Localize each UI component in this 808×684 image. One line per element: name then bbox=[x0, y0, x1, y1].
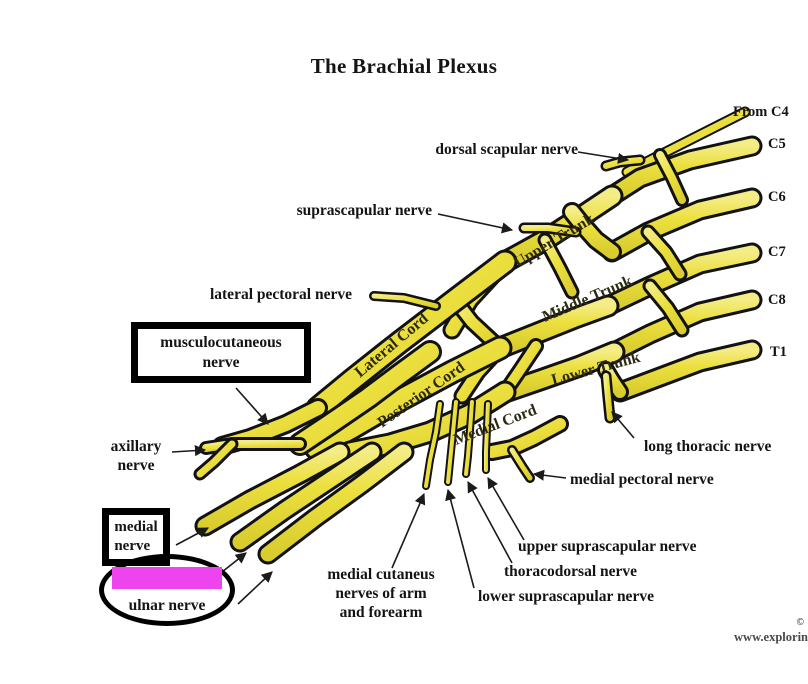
leader-ulnar-upper bbox=[221, 552, 247, 573]
watermark-url: www.explorin bbox=[734, 630, 808, 644]
root-label-from-c4: From C4 bbox=[733, 104, 789, 120]
leader-lower-suprascapular bbox=[445, 488, 475, 589]
root-label-c6: C6 bbox=[768, 189, 786, 205]
callout-musculocutaneous-nerve[interactable]: musculocutaneous nerve bbox=[131, 322, 311, 383]
medial-pectoral-stub bbox=[507, 445, 535, 483]
callout-musculocutaneous-text: musculocutaneous nerve bbox=[160, 334, 282, 371]
dorsal-scapular-stub bbox=[600, 154, 646, 172]
cord-junction bbox=[288, 340, 442, 456]
root-c6 bbox=[601, 187, 763, 263]
label-lower-suprascapular-nerve: lower suprascapular nerve bbox=[478, 588, 654, 605]
terminal-branch-median bbox=[194, 441, 351, 537]
page-title: The Brachial Plexus bbox=[310, 54, 498, 78]
leader-medial-nerve bbox=[175, 527, 209, 546]
label-dorsal-scapular-nerve: dorsal scapular nerve bbox=[435, 141, 578, 158]
middle-trunk bbox=[488, 294, 620, 360]
axillary-nerve-branch bbox=[193, 437, 307, 481]
lateral-pectoral-stub bbox=[369, 291, 441, 311]
leader-lines bbox=[171, 151, 635, 605]
label-upper-suprascapular-nerve: upper suprascapular nerve bbox=[518, 538, 697, 555]
ulnar-nerve-highlight-bar bbox=[112, 567, 222, 589]
label-medial-cutaneus-nerves: medial cutaneus nerves of arm and forear… bbox=[327, 566, 435, 621]
leader-suprascapular bbox=[437, 213, 514, 234]
terminal-branch-ulnar bbox=[257, 441, 415, 565]
long-thoracic-stub bbox=[600, 370, 616, 424]
label-suprascapular-nerve: suprascapular nerve bbox=[296, 202, 432, 219]
label-lateral-pectoral-nerve: lateral pectoral nerve bbox=[209, 286, 352, 303]
leader-thoracodorsal bbox=[467, 481, 513, 564]
leader-medial-cutaneus bbox=[391, 492, 426, 569]
nerve-trunks-group bbox=[193, 106, 763, 565]
leader-upper-suprascapular bbox=[487, 477, 525, 541]
thin-branch-strands bbox=[422, 398, 492, 490]
label-long-thoracic-nerve: long thoracic nerve bbox=[644, 438, 772, 455]
callout-ulnar-nerve-text: ulnar nerve bbox=[128, 597, 206, 614]
lateral-cord bbox=[305, 249, 518, 421]
leader-musculocutaneous bbox=[235, 387, 269, 425]
label-medial-pectoral-nerve: medial pectoral nerve bbox=[570, 471, 714, 488]
root-label-c7: C7 bbox=[768, 244, 786, 260]
root-label-t1: T1 bbox=[770, 344, 787, 360]
root-label-c5: C5 bbox=[768, 136, 786, 152]
leader-dorsal-scapular bbox=[577, 151, 630, 164]
leader-axillary bbox=[171, 445, 207, 457]
root-t1 bbox=[609, 339, 763, 403]
label-axillary-nerve: axillary nerve bbox=[110, 438, 162, 474]
root-label-c8: C8 bbox=[768, 292, 786, 308]
leader-long-thoracic bbox=[611, 411, 635, 439]
callout-ulnar-nerve-ellipse[interactable] bbox=[99, 554, 235, 626]
leader-medial-pectoral bbox=[532, 469, 567, 481]
terminal-branch-radial bbox=[229, 441, 383, 553]
posterior-cord bbox=[303, 335, 513, 461]
callout-medial-nerve-text: medial nerve bbox=[114, 519, 158, 554]
suprascapular-stub bbox=[518, 222, 582, 238]
leader-ulnar-lower bbox=[237, 571, 273, 605]
label-thoracodorsal-nerve: thoracodorsal nerve bbox=[504, 563, 638, 580]
copyright-symbol: © bbox=[796, 617, 804, 628]
